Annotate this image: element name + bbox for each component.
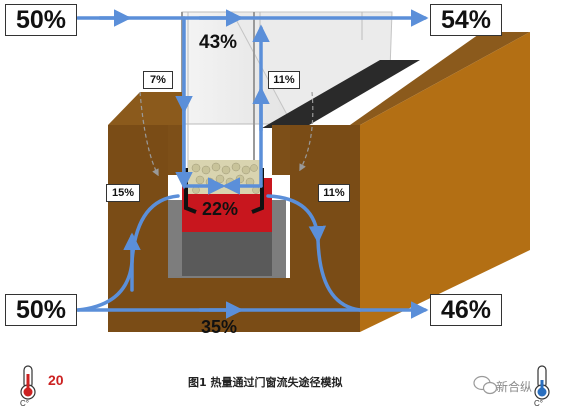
label-top-right: 54% (430, 4, 502, 36)
frame-top-edge (262, 60, 420, 128)
label-bottom-left: 50% (5, 294, 77, 326)
wall-right-side (360, 32, 530, 332)
label-bottom-center: 35% (201, 317, 238, 337)
svg-text:C°: C° (534, 399, 543, 408)
svg-text:C°: C° (20, 399, 29, 408)
figure-caption: 图1 热量通过门窗流失途径模拟 (188, 376, 343, 389)
temperature-reading: 20 (48, 372, 64, 388)
wechat-icon (473, 375, 498, 395)
label-glass: 43% (199, 32, 238, 53)
label-bottom-right: 46% (430, 294, 502, 326)
dashed-flows (139, 91, 314, 177)
label-center: 22% (202, 199, 239, 219)
label-top-left: 50% (5, 4, 77, 36)
thermometer-icon: C° (20, 365, 36, 408)
label-left-out: 7% (143, 71, 173, 89)
label-wall-right: 11% (318, 184, 350, 202)
watermark: 新合纵 (496, 380, 533, 394)
thermometer-icon: C° (534, 365, 550, 408)
wall-front (108, 125, 360, 332)
heat-flow-arrows (76, 9, 429, 319)
label-right-out: 11% (268, 71, 300, 89)
label-wall-left: 15% (106, 184, 140, 202)
